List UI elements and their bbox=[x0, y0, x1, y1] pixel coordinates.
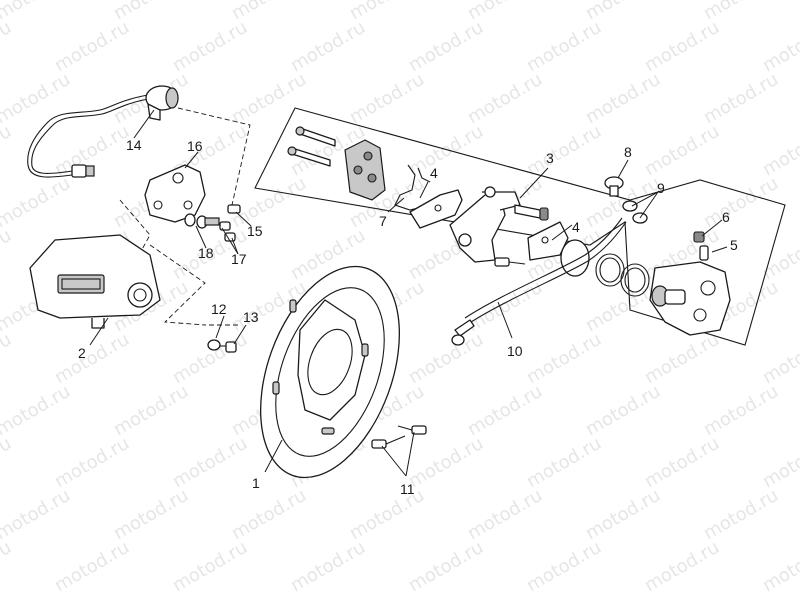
watermark-text: motod.ru bbox=[0, 485, 74, 544]
watermark-text: motod.ru bbox=[523, 329, 605, 388]
watermark-text: motod.ru bbox=[700, 69, 782, 128]
watermark-text: motod.ru bbox=[523, 433, 605, 492]
watermark-text: motod.ru bbox=[287, 17, 369, 76]
watermark-text: motod.ru bbox=[405, 537, 487, 596]
callout-15: 15 bbox=[247, 223, 263, 239]
watermark-text: motod.ru bbox=[759, 537, 800, 596]
watermark-text: motod.ru bbox=[405, 17, 487, 76]
watermark-text: motod.ru bbox=[0, 329, 15, 388]
callout-12: 12 bbox=[211, 301, 227, 317]
callout-3: 3 bbox=[546, 150, 554, 166]
fasteners-upper bbox=[184, 204, 241, 242]
bleed-cap bbox=[693, 231, 705, 243]
watermark-text: motod.ru bbox=[641, 329, 723, 388]
watermark-text: motod.ru bbox=[228, 173, 310, 232]
watermark-text: motod.ru bbox=[287, 537, 369, 596]
watermark-text: motod.ru bbox=[759, 329, 800, 388]
watermark-text: motod.ru bbox=[0, 173, 74, 232]
callout-6: 6 bbox=[722, 209, 730, 225]
watermark-text: motod.ru bbox=[0, 381, 74, 440]
watermark-text: motod.ru bbox=[169, 329, 251, 388]
brake-disc bbox=[259, 265, 401, 479]
watermark-text: motod.ru bbox=[346, 69, 428, 128]
watermark-text: motod.ru bbox=[641, 17, 723, 76]
watermark-text: motod.ru bbox=[51, 329, 133, 388]
bleed-screw bbox=[699, 245, 709, 261]
watermark-text: motod.ru bbox=[523, 17, 605, 76]
callout-9: 9 bbox=[657, 180, 665, 196]
watermark-text: motod.ru bbox=[464, 277, 546, 336]
sensor-bracket bbox=[144, 164, 206, 223]
leader-lines bbox=[89, 109, 728, 477]
watermark-text: motod.ru bbox=[700, 381, 782, 440]
watermark-text: motod.ru bbox=[51, 433, 133, 492]
callout-4b: 4 bbox=[572, 219, 580, 235]
watermark-text: motod.ru bbox=[759, 17, 800, 76]
watermark-text: motod.ru bbox=[464, 69, 546, 128]
watermark-text: motod.ru bbox=[523, 121, 605, 180]
watermark-text: motod.ru bbox=[228, 69, 310, 128]
brake-hose bbox=[451, 217, 627, 346]
watermark-text: motod.ru bbox=[51, 17, 133, 76]
callout-18: 18 bbox=[198, 245, 214, 261]
watermark-text: motod.ru bbox=[405, 329, 487, 388]
disc-screw bbox=[371, 425, 427, 449]
watermark-text: motod.ru bbox=[582, 69, 664, 128]
pin-bolts bbox=[287, 126, 336, 167]
callout-8: 8 bbox=[624, 144, 632, 160]
watermark-text: motod.ru bbox=[405, 121, 487, 180]
callout-17: 17 bbox=[231, 251, 247, 267]
caliper-body bbox=[649, 261, 731, 336]
watermark-text: motod.ru bbox=[523, 537, 605, 596]
watermark-text: motod.ru bbox=[110, 381, 192, 440]
watermark-text: motod.ru bbox=[169, 433, 251, 492]
watermark-text: motod.ru bbox=[641, 433, 723, 492]
brake-pad bbox=[344, 139, 386, 201]
callout-16: 16 bbox=[187, 138, 203, 154]
watermark-text: motod.ru bbox=[464, 381, 546, 440]
fasteners-lower bbox=[207, 339, 237, 353]
watermark-text: motod.ru bbox=[464, 485, 546, 544]
watermark-text: motod.ru bbox=[759, 121, 800, 180]
caliper-bolt bbox=[494, 204, 549, 267]
watermark-text: motod.ru bbox=[0, 433, 15, 492]
caliper-mount-cover bbox=[29, 234, 161, 329]
callout-2: 2 bbox=[78, 345, 86, 361]
banjo-bolt bbox=[604, 176, 624, 197]
abs-sensor bbox=[27, 85, 179, 178]
caliper-kit-frame bbox=[254, 107, 786, 346]
callout-13: 13 bbox=[243, 309, 259, 325]
callout-7: 7 bbox=[379, 213, 387, 229]
watermark-text: motod.ru bbox=[346, 485, 428, 544]
caliper-bracket bbox=[449, 186, 521, 263]
watermark-text: motod.ru bbox=[700, 485, 782, 544]
callout-labels: 1 2 3 4 4 5 6 7 8 9 10 11 12 13 14 15 16… bbox=[78, 137, 738, 497]
watermark-text: motod.ru bbox=[0, 121, 15, 180]
watermark-text: motod.ru bbox=[0, 0, 74, 24]
brake-pad-left bbox=[409, 189, 463, 229]
watermark-text: motod.ru bbox=[228, 485, 310, 544]
callout-11: 11 bbox=[400, 481, 415, 497]
callout-14: 14 bbox=[126, 137, 142, 153]
watermark-text: motod.ru bbox=[700, 173, 782, 232]
watermark-text: motod.ru bbox=[0, 537, 15, 596]
watermark-text: motod.ru bbox=[0, 225, 15, 284]
callout-10: 10 bbox=[507, 343, 523, 359]
watermark-text: motod.ru bbox=[582, 485, 664, 544]
callout-1: 1 bbox=[252, 475, 260, 491]
watermark-text: motod.ru bbox=[110, 485, 192, 544]
watermark-text: motod.ru bbox=[169, 537, 251, 596]
watermark-text: motod.ru bbox=[405, 433, 487, 492]
watermark-text: motod.ru bbox=[169, 17, 251, 76]
watermark-text: motod.ru bbox=[0, 17, 15, 76]
watermark-text: motod.ru bbox=[641, 537, 723, 596]
caliper-seals bbox=[560, 239, 650, 297]
callout-5: 5 bbox=[730, 237, 738, 253]
watermark-text: motod.ru bbox=[641, 121, 723, 180]
callout-4a: 4 bbox=[430, 165, 438, 181]
watermark-text: motod.ru bbox=[51, 537, 133, 596]
watermark-text: motod.ru bbox=[759, 433, 800, 492]
watermark-text: motod.ru bbox=[582, 381, 664, 440]
